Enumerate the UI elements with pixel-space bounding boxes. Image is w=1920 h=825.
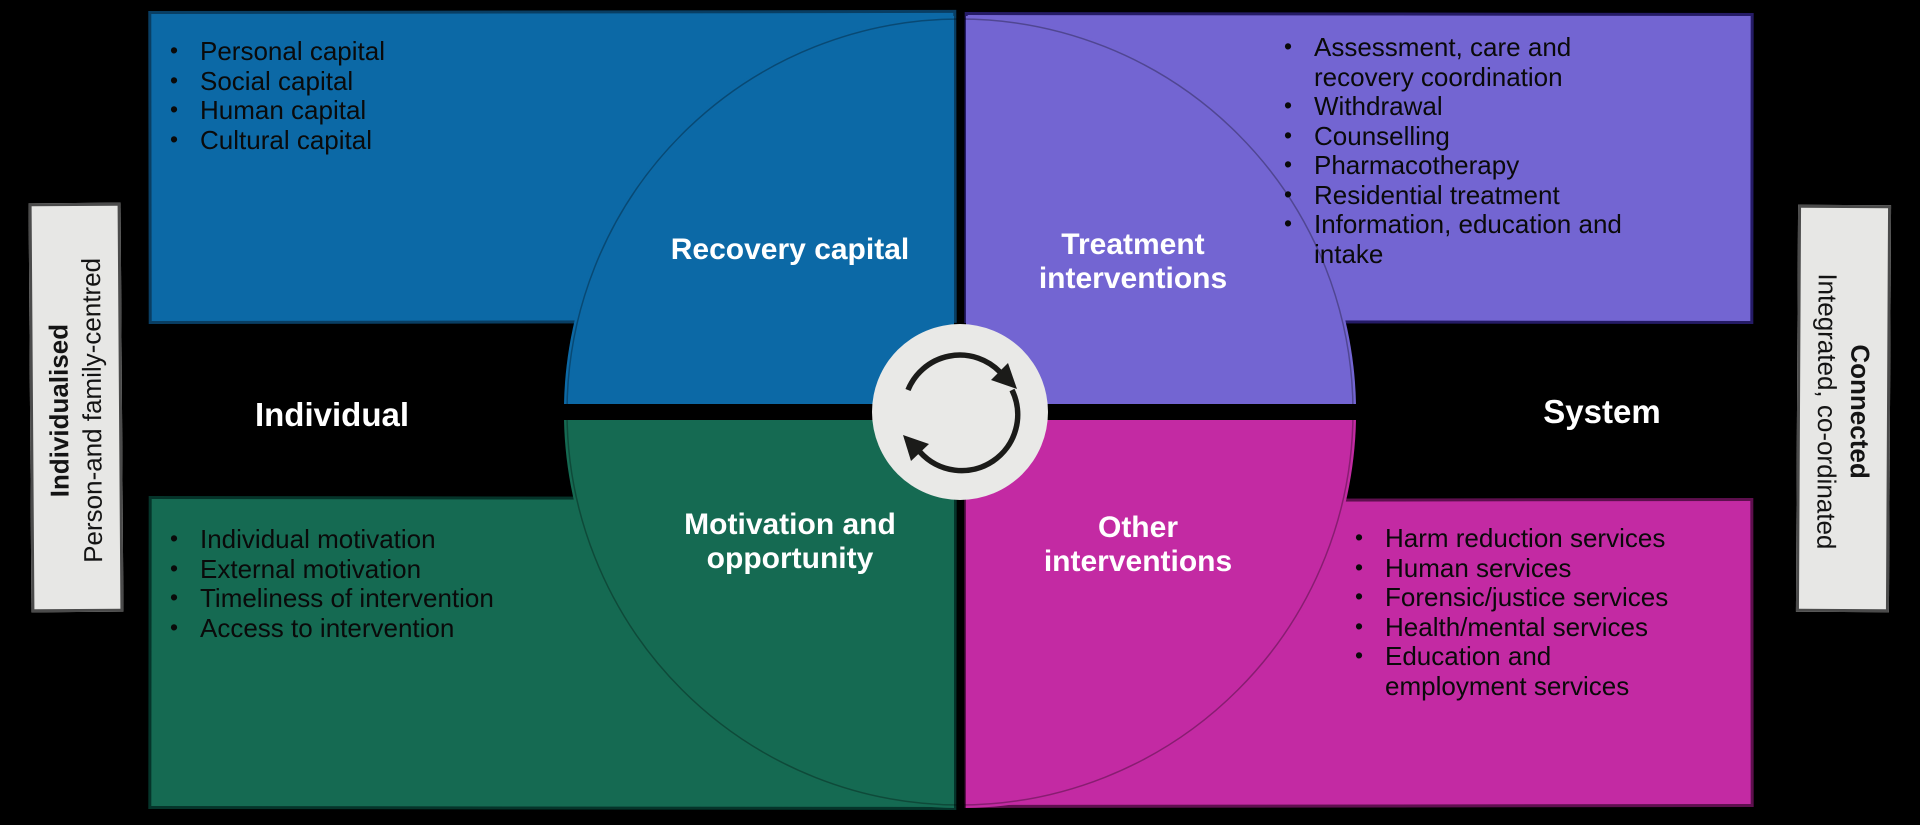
cycle-arrow-top bbox=[905, 352, 1002, 392]
journey-circle-outline bbox=[566, 18, 1354, 806]
quadrant-sector-bottom-right bbox=[966, 420, 1356, 808]
right-side-tag: Connected Integrated, co-ordinated bbox=[1795, 204, 1892, 615]
list-item: Individual motivation bbox=[163, 524, 683, 555]
cycle-arrowhead-top bbox=[991, 363, 1017, 389]
quadrant-sector-top-right bbox=[966, 16, 1356, 404]
list-item: Information, education and intake bbox=[1277, 209, 1626, 269]
other-interventions-list: Harm reduction services Human services F… bbox=[1348, 523, 1688, 701]
list-item: Personal capital bbox=[163, 36, 683, 67]
right-tag-subtitle: Integrated, co-ordinated bbox=[1811, 273, 1844, 550]
list-item: Human capital bbox=[163, 95, 683, 126]
list-item: Access to intervention bbox=[163, 613, 683, 644]
list-item: Social capital bbox=[163, 66, 683, 97]
list-item: Harm reduction services bbox=[1348, 523, 1688, 554]
quadrant-sector-bottom-left bbox=[564, 420, 954, 808]
recovery-capital-list: Personal capital Social capital Human ca… bbox=[163, 36, 683, 156]
list-item: Forensic/justice services bbox=[1348, 582, 1688, 613]
quadrant-title-motivation-opportunity: Motivation and opportunity bbox=[684, 508, 896, 575]
cycle-arrowhead-bottom bbox=[903, 435, 929, 461]
list-item: External motivation bbox=[163, 554, 683, 585]
treatment-interventions-list: Assessment, care and recovery coordinati… bbox=[1277, 32, 1627, 269]
quadrant-title-recovery-capital: Recovery capital bbox=[670, 233, 910, 266]
list-item: Counselling bbox=[1277, 121, 1627, 152]
axis-label-individual: Individual bbox=[254, 396, 409, 433]
list-item: Cultural capital bbox=[163, 125, 683, 156]
quadrant-sector-top-left bbox=[564, 16, 954, 404]
left-tag-subtitle: Person-and family-centred bbox=[75, 257, 109, 563]
axis-label-system: System bbox=[1543, 393, 1661, 430]
cycle-icon-background bbox=[872, 324, 1048, 500]
list-item: Timeliness of intervention bbox=[163, 583, 683, 614]
quadrant-title-other-interventions: Other interventions bbox=[1043, 511, 1233, 578]
motivation-opportunity-list: Individual motivation External motivatio… bbox=[163, 524, 683, 644]
list-item: Health/mental services bbox=[1348, 612, 1688, 643]
list-item: Education and employment services bbox=[1348, 641, 1695, 701]
list-item: Withdrawal bbox=[1277, 91, 1627, 122]
left-side-tag-text: Individualised Person-and family-centred bbox=[32, 206, 121, 616]
cycle-arrow-bottom bbox=[917, 388, 1021, 474]
list-item: Human services bbox=[1348, 553, 1688, 584]
left-side-tag: Individualised Person-and family-centred bbox=[28, 202, 124, 616]
list-item: Assessment, care and recovery coordinati… bbox=[1277, 32, 1626, 92]
cycle-arrows-icon bbox=[872, 324, 1048, 500]
quadrant-title-treatment-interventions: Treatment interventions bbox=[1038, 228, 1228, 295]
right-side-tag-text: Connected Integrated, co-ordinated bbox=[1799, 208, 1888, 615]
list-item: Pharmacotherapy bbox=[1277, 150, 1627, 181]
left-tag-title: Individualised bbox=[43, 323, 75, 498]
right-tag-title: Connected bbox=[1845, 344, 1876, 479]
list-item: Residential treatment bbox=[1277, 180, 1627, 211]
